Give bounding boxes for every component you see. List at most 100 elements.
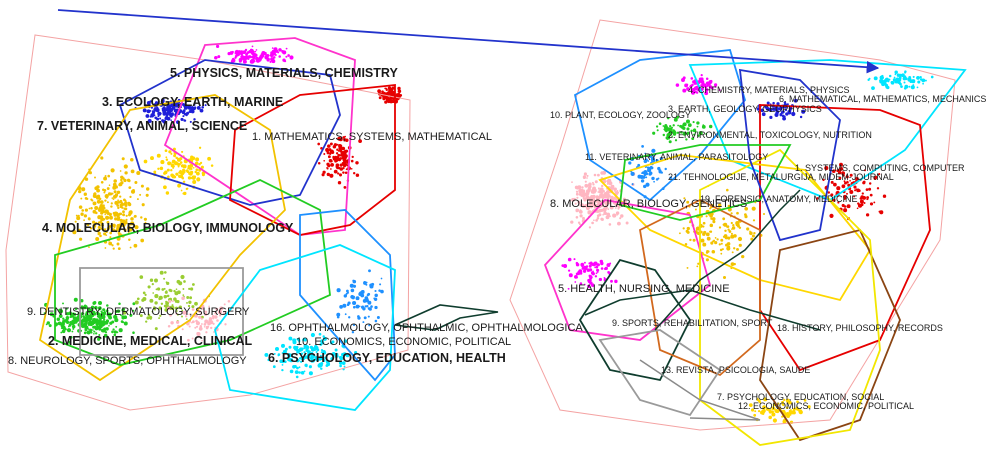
- point-pink: [584, 183, 589, 188]
- point-yellow: [130, 169, 135, 174]
- point-yellow: [160, 160, 165, 165]
- point-yellow: [170, 169, 173, 172]
- point-blue: [336, 312, 340, 317]
- point-navy: [187, 105, 190, 108]
- point-red: [342, 159, 345, 162]
- point-cyan: [307, 350, 311, 354]
- point-yellow: [100, 217, 105, 222]
- point-yellow: [771, 410, 774, 414]
- point-yellow: [156, 153, 161, 158]
- point-red: [841, 171, 846, 176]
- point-yellow: [195, 168, 199, 172]
- point-blue: [648, 171, 653, 175]
- point-yellow: [722, 217, 726, 221]
- point-yellow: [728, 230, 732, 233]
- outline-pink-envelope-right: [509, 19, 956, 431]
- point-navy: [176, 120, 180, 124]
- point-blue: [365, 305, 369, 308]
- point-cyan: [292, 365, 296, 369]
- point-green: [90, 311, 94, 315]
- point-cyan: [341, 352, 345, 357]
- point-magenta: [244, 48, 248, 52]
- point-yellow: [709, 223, 714, 228]
- point-yellow: [113, 211, 118, 216]
- point-cyan: [922, 82, 924, 85]
- point-pink: [568, 199, 571, 202]
- point-green: [96, 312, 101, 316]
- point-pink: [175, 320, 180, 324]
- point-cyan: [281, 364, 284, 366]
- point-blue: [367, 315, 370, 318]
- point-magenta: [693, 80, 697, 84]
- point-lime: [176, 310, 178, 312]
- point-cyan: [903, 75, 907, 78]
- point-red: [385, 87, 388, 90]
- point-yellow: [165, 191, 170, 195]
- point-cyan: [320, 351, 323, 354]
- point-pink: [574, 185, 579, 190]
- point-green: [106, 314, 109, 316]
- point-yellow: [686, 266, 689, 269]
- point-magenta: [255, 49, 258, 51]
- point-yellow: [133, 243, 138, 248]
- point-yellow: [103, 176, 108, 181]
- point-cyan: [894, 70, 898, 74]
- point-yellow: [730, 262, 735, 266]
- point-cyan: [916, 86, 919, 89]
- cluster-label: 12. ECONOMICS, ECONOMIC, POLITICAL: [738, 401, 914, 411]
- point-yellow: [170, 173, 174, 178]
- point-yellow: [130, 157, 134, 162]
- point-cyan: [331, 353, 335, 357]
- point-lime: [163, 277, 166, 280]
- point-green: [674, 139, 678, 142]
- point-red: [343, 155, 347, 160]
- point-cyan: [308, 365, 312, 369]
- point-navy: [781, 110, 785, 114]
- point-blue: [653, 180, 655, 183]
- point-cyan: [884, 83, 889, 88]
- point-green: [69, 335, 73, 339]
- point-yellow: [112, 182, 117, 187]
- point-green: [83, 304, 87, 308]
- point-green: [113, 330, 117, 334]
- point-red: [874, 175, 878, 180]
- point-green: [111, 330, 114, 334]
- point-pink: [199, 325, 203, 328]
- point-yellow: [182, 180, 186, 184]
- point-green: [89, 314, 93, 318]
- cluster-label: 5. PHYSICS, MATERIALS, CHEMISTRY: [170, 66, 398, 80]
- point-red: [841, 184, 846, 189]
- point-yellow: [738, 243, 742, 247]
- point-green: [80, 305, 85, 310]
- point-cyan: [313, 345, 318, 349]
- point-yellow: [730, 212, 733, 215]
- point-red: [337, 166, 341, 170]
- point-red: [330, 160, 333, 163]
- point-yellow: [750, 237, 754, 241]
- point-green: [120, 314, 122, 316]
- point-yellow: [723, 234, 728, 238]
- point-red: [855, 177, 859, 181]
- point-red: [846, 204, 851, 209]
- point-lime: [149, 278, 154, 282]
- point-magenta: [271, 47, 274, 49]
- point-red: [321, 173, 325, 177]
- point-yellow: [756, 397, 759, 400]
- point-magenta: [706, 84, 709, 87]
- point-yellow: [81, 209, 85, 212]
- point-cyan: [879, 75, 884, 80]
- point-yellow: [104, 194, 109, 199]
- point-red: [853, 185, 857, 189]
- point-yellow: [104, 247, 107, 249]
- point-red: [326, 167, 329, 170]
- point-magenta: [581, 266, 585, 270]
- point-pink: [198, 326, 203, 331]
- point-red: [869, 193, 873, 197]
- point-blue: [376, 316, 380, 319]
- point-green: [680, 125, 685, 129]
- point-cyan: [908, 85, 911, 88]
- point-magenta: [579, 271, 583, 275]
- cluster-label: 16. OPHTHALMOLOGY, OPHTHALMIC, OPHTHALMO…: [270, 322, 583, 334]
- point-yellow: [97, 231, 101, 235]
- point-green: [82, 315, 85, 318]
